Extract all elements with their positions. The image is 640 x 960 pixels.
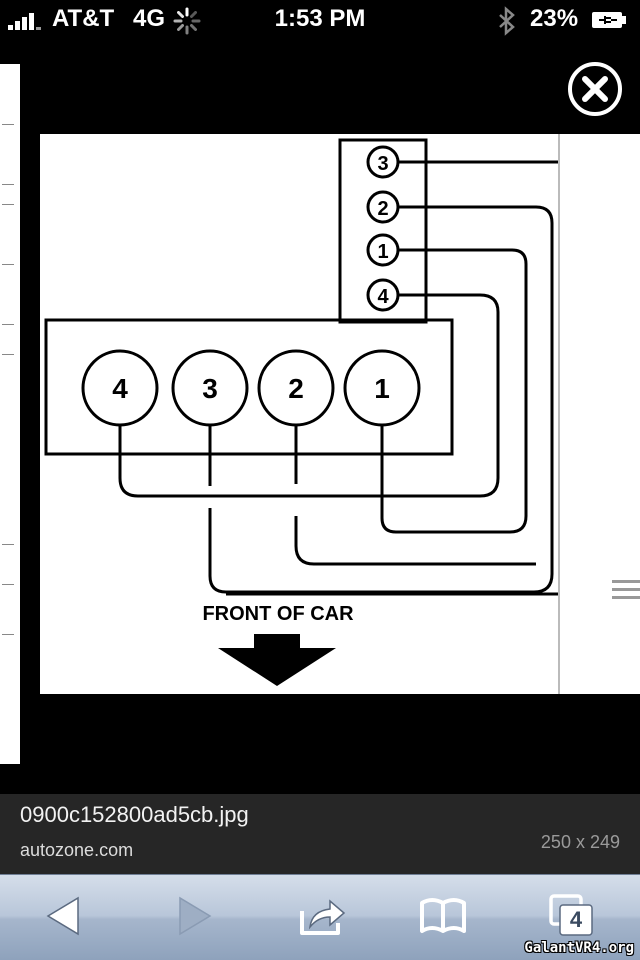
front-arrow: [218, 634, 336, 686]
signal-strength-icon: [8, 10, 48, 30]
tabs-button[interactable]: 4: [548, 893, 598, 939]
tabs-count: 4: [569, 907, 583, 932]
back-arrow-icon[interactable]: [40, 893, 90, 939]
bluetooth-icon: [499, 6, 515, 36]
cylinder-label: 1: [374, 373, 390, 404]
coil-label: 1: [377, 241, 388, 263]
image-info-panel: 0900c152800ad5cb.jpg autozone.com 250 x …: [0, 794, 640, 874]
coil-label: 2: [377, 198, 388, 220]
tabs-icon: [549, 894, 593, 936]
battery-charging-icon: [592, 12, 626, 28]
diagram-drawing: 3 2 1 4 4 3 2 1 FRONT OF CAR: [44, 138, 560, 686]
watermark: GalantVR4.org: [524, 940, 634, 956]
bookmarks-icon[interactable]: [418, 893, 468, 939]
front-of-car-caption: FRONT OF CAR: [202, 603, 354, 625]
cylinder-1-circle: [343, 349, 421, 427]
battery-percent: 23%: [530, 5, 579, 32]
cylinder-label: 2: [288, 373, 304, 404]
firing-order-diagram-image: 3 2 1 4 4 3 2 1 FRONT OF CAR: [40, 134, 560, 694]
carrier-label: AT&T: [52, 5, 115, 32]
coil-label: 4: [377, 286, 389, 308]
cylinder-label: 3: [202, 373, 218, 404]
image-dimensions: 250 x 249: [540, 832, 620, 852]
cylinder-2-circle: [257, 349, 335, 427]
engine-block: [44, 318, 454, 456]
coil-pack: [338, 138, 428, 324]
share-icon[interactable]: [298, 893, 348, 939]
close-button[interactable]: [566, 60, 624, 118]
image-source-link[interactable]: autozone.com: [20, 840, 134, 860]
blurred-content: [612, 574, 640, 604]
browser-toolbar: 4: [0, 874, 640, 960]
forward-arrow-icon[interactable]: [168, 893, 218, 939]
network-type-label: 4G: [133, 5, 166, 32]
coil-label: 3: [377, 153, 388, 175]
cylinder-label: 4: [112, 373, 128, 404]
cylinder-3-circle: [171, 349, 249, 427]
status-bar: AT&T 4G 1:53 PM 23%: [0, 0, 640, 40]
previous-image-edge[interactable]: [0, 64, 20, 764]
cylinder-4-circle: [81, 349, 159, 427]
next-image-edge[interactable]: [558, 134, 640, 694]
activity-spinner-icon: [173, 7, 201, 35]
clock: 1:53 PM: [274, 5, 366, 32]
image-filename: 0900c152800ad5cb.jpg: [20, 802, 249, 827]
